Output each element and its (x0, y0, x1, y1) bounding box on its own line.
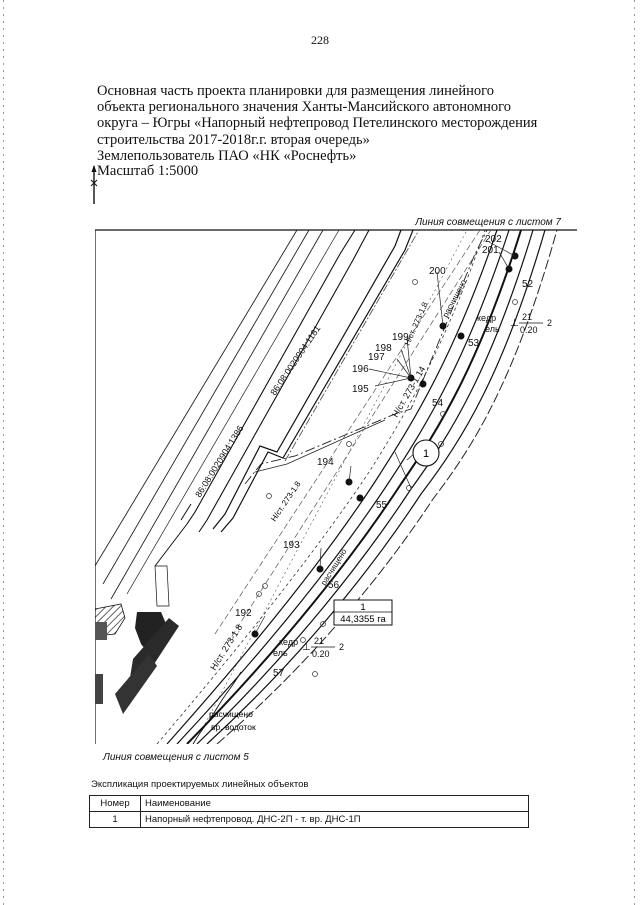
object-marker: 1 (423, 448, 429, 460)
point-label-left: 195 (352, 384, 369, 395)
point-label-left: 199 (392, 332, 409, 343)
right-of-way (216, 229, 558, 744)
north-arrow-icon (90, 165, 98, 204)
point-label-left: 193 (283, 540, 300, 551)
pipeline-corridor (206, 229, 546, 744)
table-row: 1 Напорный нефтепровод. ДНС-2П - т. вр. … (89, 811, 529, 828)
pipe-label: Н/ст. 273-1.14 (390, 365, 427, 419)
road-outline (154, 503, 192, 567)
pipeline-axis (186, 229, 522, 744)
species-name: ель (273, 648, 288, 658)
boundary-point (419, 380, 427, 388)
waterway-label: вр. водоток (211, 722, 256, 732)
point-label-right: 52 (522, 279, 534, 290)
cleared-label: расчищено (209, 709, 253, 719)
point-label-right: 54 (432, 398, 444, 409)
pipeline-corridor (166, 229, 498, 744)
parcel-strip (220, 229, 414, 533)
dark-area (135, 612, 167, 654)
point-label-left: 194 (317, 457, 334, 468)
species-annotation: кедр ель ⊥ 21 0.20 2 (477, 312, 552, 335)
point-label-right: 55 (376, 500, 388, 511)
table-header-row: Номер Наименование (89, 795, 529, 812)
right-scan-edge (634, 0, 635, 905)
tree-icon: ⊥ (302, 642, 311, 653)
species-numerator: 21 (522, 312, 532, 322)
explication-title: Экспликация проектируемых линейных объек… (91, 779, 309, 790)
page-number: 228 (311, 33, 329, 47)
document-title: Основная часть проекта планировки для ра… (97, 83, 567, 164)
map-scale: Масштаб 1:5000 (97, 163, 199, 179)
point-label-left: 198 (375, 343, 392, 354)
point-label-left: 201 (482, 245, 499, 256)
point-label-right: 53 (468, 338, 480, 349)
boundary-line (102, 229, 310, 585)
area-number: 1 (360, 602, 365, 613)
table-cell: 1 (89, 811, 141, 828)
left-scan-edge (3, 0, 4, 905)
species-numerator: 21 (314, 636, 324, 646)
parcel-strip (244, 229, 488, 485)
boundary-line (95, 229, 298, 567)
pipeline-corridor (196, 229, 534, 744)
point-label-left: 200 (429, 266, 446, 277)
planning-map: 52 53 54 55 56 57 192 193 194 195 196 19… (95, 229, 577, 744)
point-label-left: 192 (235, 608, 252, 619)
road-label: Н/ст. 273-1.8 (269, 479, 303, 523)
species-count: 2 (547, 318, 552, 328)
land-user-line: Землепользователь ПАО «НК «Роснефть» (97, 147, 357, 164)
point-label-right: 56 (328, 580, 340, 591)
species-annotation: кедр ель ⊥ 21 0.20 2 (273, 636, 344, 659)
title-line: Основная часть проекта планировки для ра… (97, 83, 494, 99)
title-line: объекта регионального значения Ханты-Ман… (97, 99, 511, 116)
boundary-point (356, 494, 364, 502)
road-label: Н/ст. 273-1.8 (403, 300, 430, 347)
column-header: Наименование (140, 795, 529, 812)
match-line-bottom: Линия совмещения с листом 5 (103, 752, 249, 763)
title-line: округа – Югры «Напорный нефтепровод Пете… (97, 115, 538, 132)
explication-table: Номер Наименование 1 Напорный нефтепрово… (89, 795, 529, 828)
road-label: Н/ст. 273-1.8 (208, 623, 244, 673)
area-value: 44,3355 га (340, 614, 386, 625)
match-line-top: Линия совмещения с листом 7 (415, 217, 561, 228)
species-denominator: 0.20 (520, 325, 538, 335)
title-line: строительства 2017-2018г.г. вторая очере… (97, 131, 370, 148)
table-cell: Напорный нефтепровод. ДНС-2П - т. вр. ДН… (140, 811, 529, 828)
dark-area (115, 654, 157, 714)
road-outline (186, 229, 356, 525)
road-outline (198, 229, 370, 533)
point-label-right: 57 (273, 668, 285, 679)
column-header: Номер (89, 795, 141, 812)
point-label-left: 196 (352, 364, 369, 375)
species-name: кедр (279, 637, 298, 647)
pipeline-corridor (176, 229, 510, 744)
point-label-left: 202 (485, 234, 502, 245)
boundary-point (457, 332, 465, 340)
parcel-strip (212, 229, 402, 530)
boundary-line (126, 229, 340, 595)
species-name: кедр (477, 313, 496, 323)
species-denominator: 0.20 (312, 649, 330, 659)
species-count: 2 (339, 642, 344, 652)
boundary-line (110, 229, 324, 600)
species-name: ель (485, 324, 500, 334)
point-label-left: 197 (368, 352, 385, 363)
tree-icon: ⊥ (510, 318, 519, 329)
